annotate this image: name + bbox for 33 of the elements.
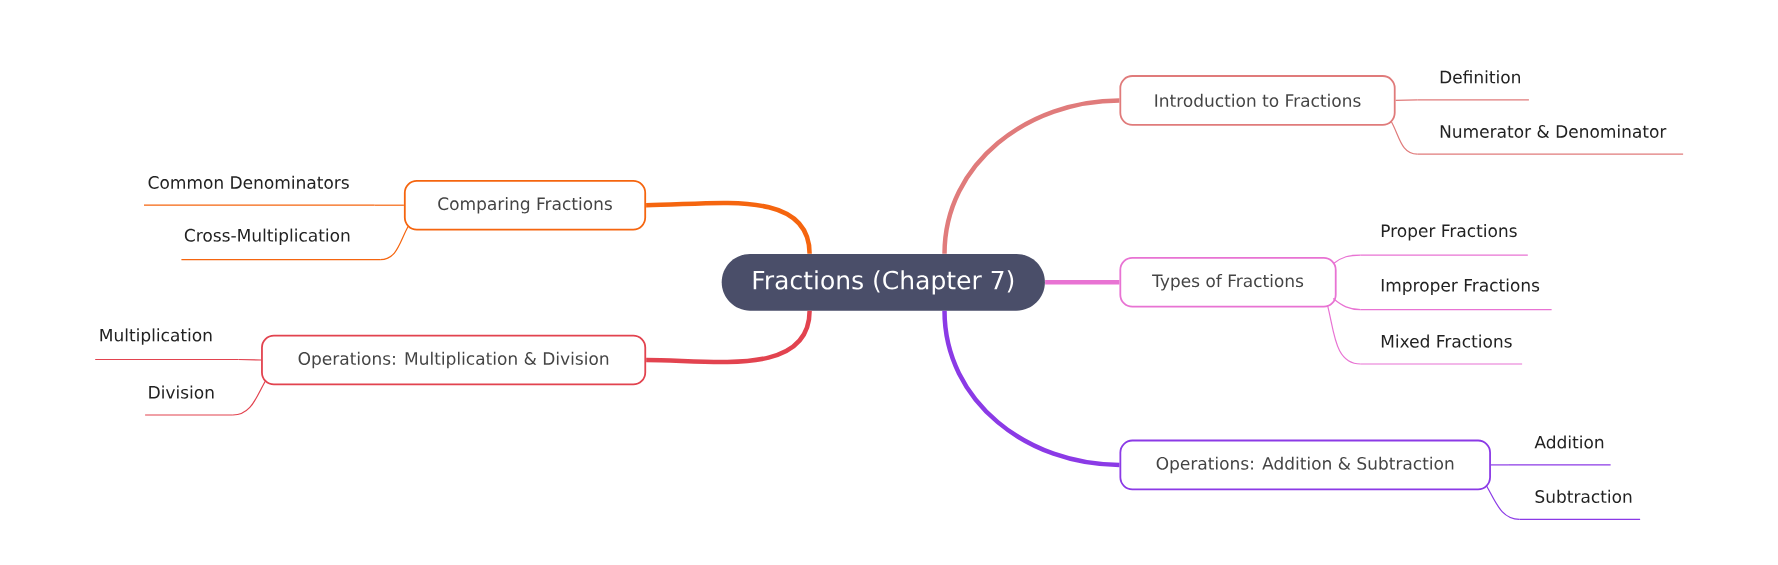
subtopic-label: Proper Fractions — [1360, 223, 1529, 256]
branch-line — [646, 200, 812, 255]
branch-line — [1485, 485, 1521, 520]
subtopic-label: Mixed Fractions — [1360, 334, 1523, 365]
branch-line — [646, 310, 812, 365]
subtopic-label: Addition — [1507, 435, 1612, 466]
branch-line — [1332, 254, 1362, 265]
branch-line — [1332, 297, 1362, 311]
branch-line — [374, 204, 405, 206]
branch-line — [237, 358, 262, 361]
topic-box: Introduction to Fractions — [1119, 75, 1396, 126]
subtopic-label: Common Denominators — [143, 175, 376, 206]
central-topic: Fractions (Chapter 7) — [721, 253, 1045, 311]
topic-box: Operations: Multiplication & Division — [261, 334, 647, 386]
topic-box: Operations: Addition & Subtraction — [1119, 439, 1491, 491]
subtopic-label: Numerator & Denominator — [1416, 124, 1684, 155]
topic-box: Types of Fractions — [1119, 257, 1337, 308]
branch-line — [942, 98, 1120, 254]
branch-line — [1395, 99, 1418, 101]
branch-line — [232, 380, 267, 416]
subtopic-label: Multiplication — [94, 328, 240, 361]
subtopic-label: Division — [144, 385, 234, 416]
subtopic-label: Subtraction — [1518, 489, 1641, 520]
branch-line — [942, 310, 1120, 468]
branch-line — [1326, 304, 1362, 365]
topic-box: Comparing Fractions — [403, 179, 647, 231]
subtopic-label: Improper Fractions — [1360, 278, 1553, 311]
branch-line — [1490, 464, 1509, 466]
branch-line — [379, 225, 409, 261]
subtopic-label: Cross-Multiplication — [180, 228, 381, 261]
branch-line — [1045, 280, 1120, 285]
subtopic-label: Definition — [1416, 70, 1530, 101]
branch-line — [1390, 120, 1418, 155]
